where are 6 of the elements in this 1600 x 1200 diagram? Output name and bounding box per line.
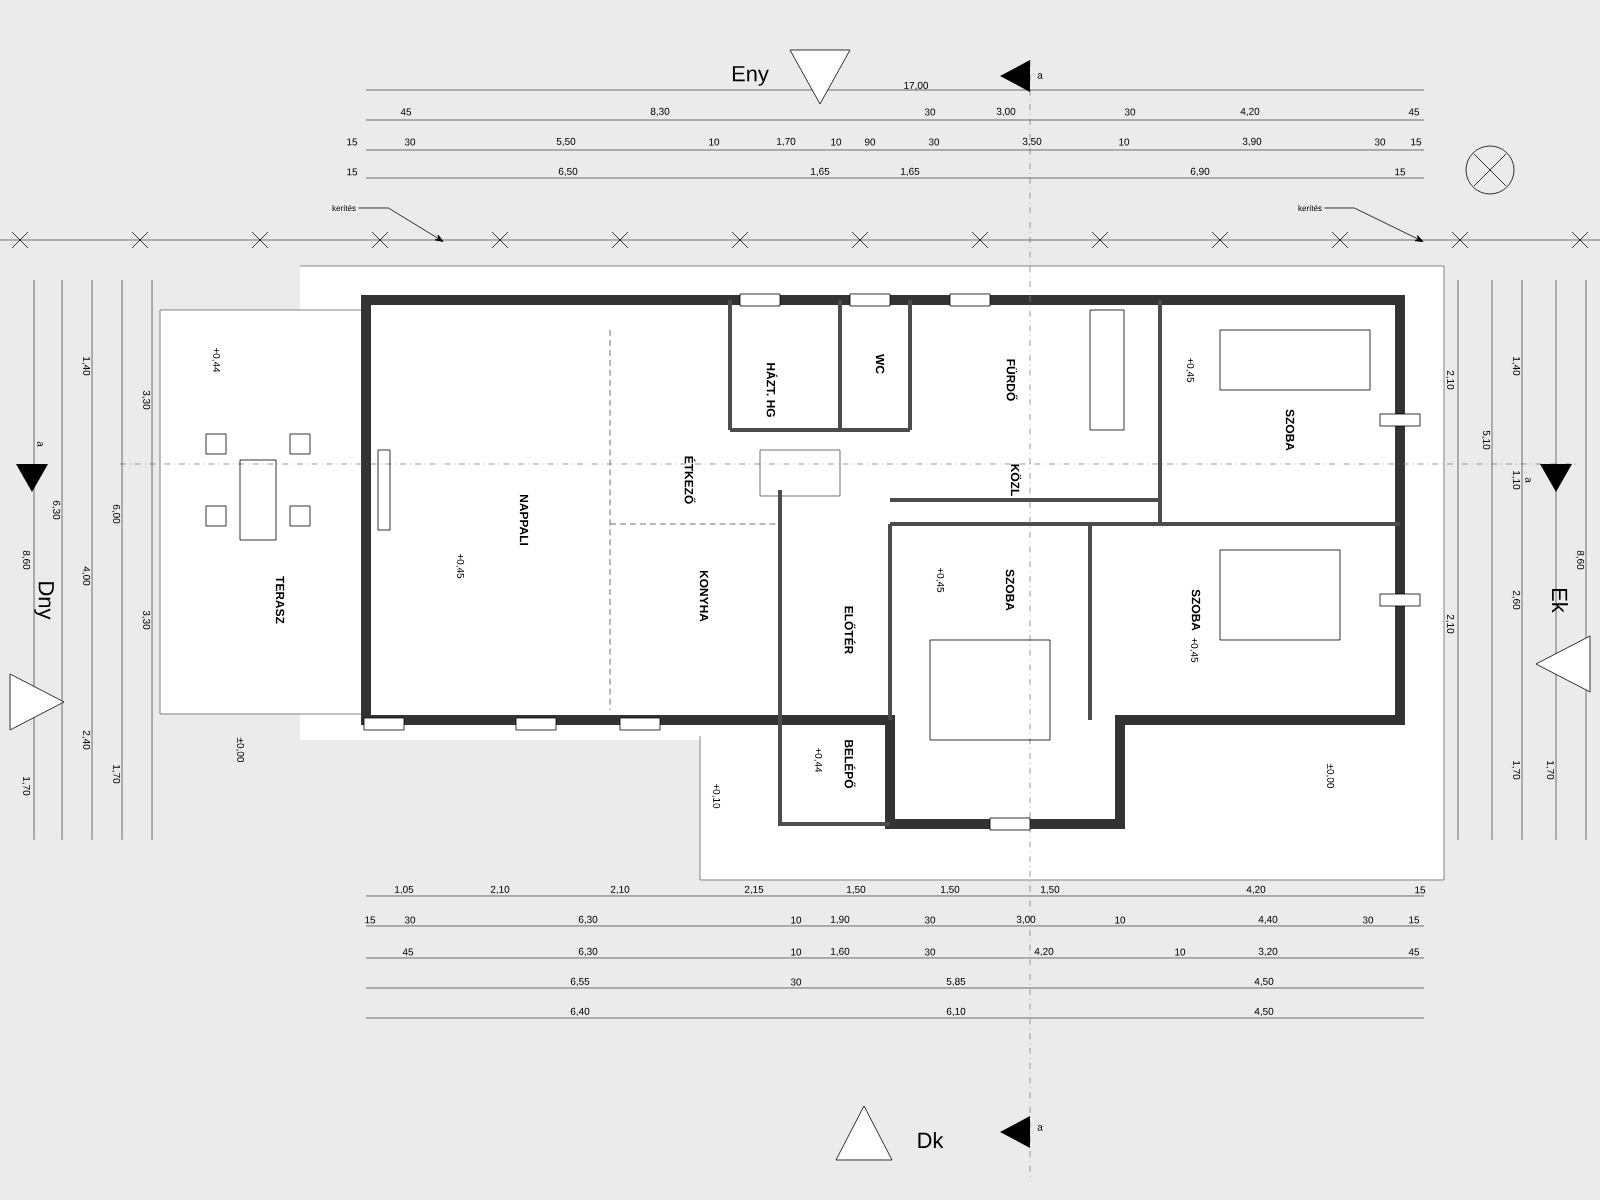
compass-label: Dk [918, 1132, 944, 1148]
leader-line [1323, 207, 1424, 242]
compass-label: Ek [1552, 589, 1568, 613]
compass-label: Eny [732, 66, 769, 86]
compass-label: Dny [34, 582, 54, 620]
leader-line [357, 207, 444, 242]
